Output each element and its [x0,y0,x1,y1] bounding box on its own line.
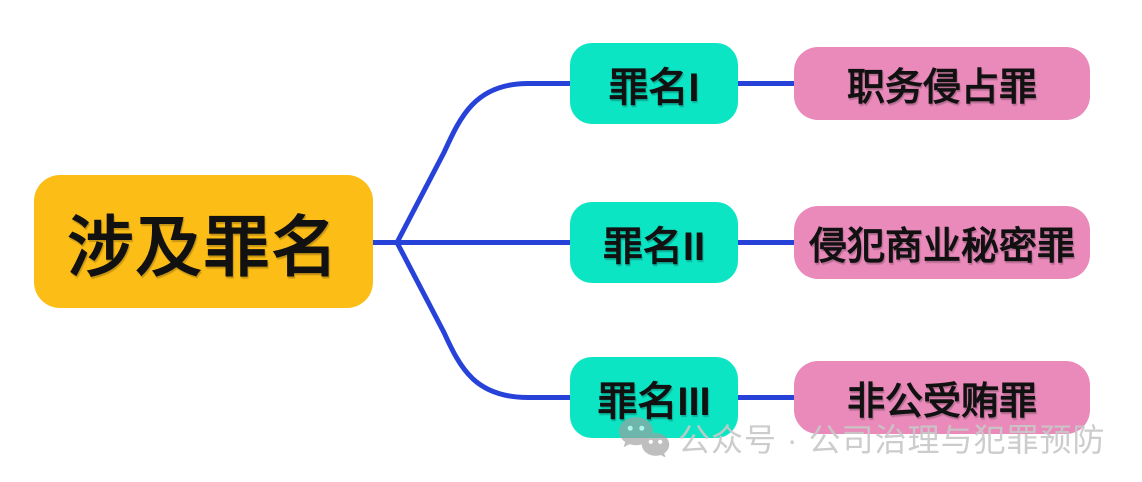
mid-node-charge-3-label: 罪名III [597,379,711,424]
leaf-node-charge-1: 职务侵占罪 [794,47,1090,120]
mid-node-charge-1-label: 罪名I [608,65,700,110]
mid-node-charge-2-label: 罪名II [602,224,706,269]
leaf-node-charge-3: 非公受贿罪 [794,361,1090,434]
root-node: 涉及罪名 [34,175,373,308]
wechat-icon [619,417,670,458]
leaf-node-charge-2-label: 侵犯商业秘密罪 [808,226,1075,268]
mid-node-charge-1: 罪名I [570,43,738,124]
connector-root-to-mid1 [394,81,573,245]
mid-node-charge-3: 罪名III [570,357,738,438]
connector-root-to-mid3 [394,240,573,400]
leaf-node-charge-2: 侵犯商业秘密罪 [794,206,1090,279]
mid-node-charge-2: 罪名II [570,202,738,283]
leaf-node-charge-3-label: 非公受贿罪 [846,381,1037,423]
leaf-node-charge-1-label: 职务侵占罪 [846,67,1037,109]
watermark-text: 公众号 · 公司治理与犯罪预防 [678,422,1106,458]
watermark: 公众号 · 公司治理与犯罪预防 [616,414,1105,462]
root-node-label: 涉及罪名 [67,209,340,284]
